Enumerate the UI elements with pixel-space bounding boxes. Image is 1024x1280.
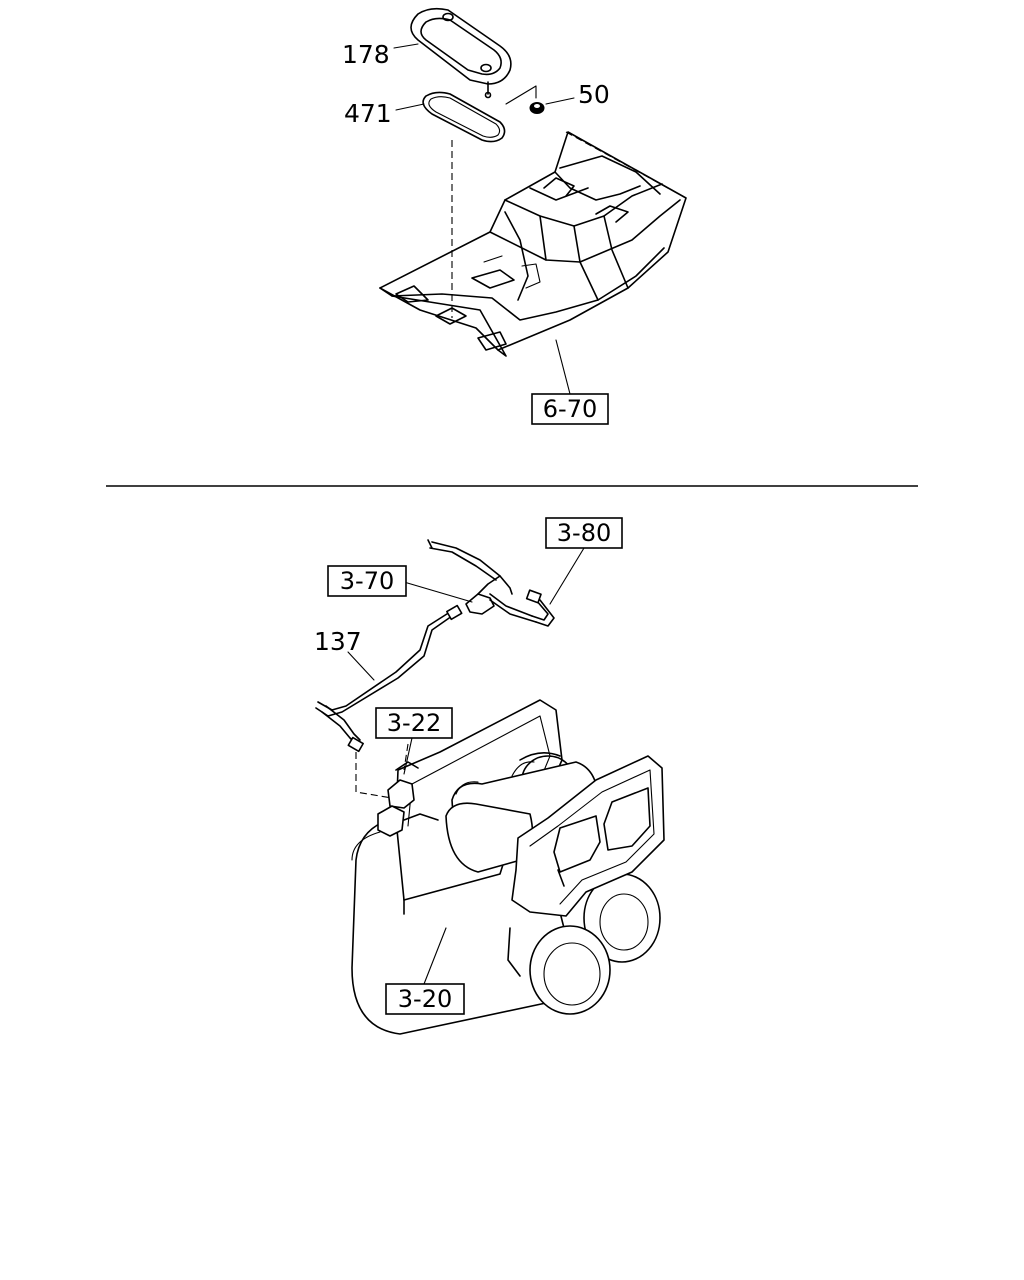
leader-3-80 [549,547,585,605]
valve-assembly [377,743,439,837]
ref-box-3-20: 3-20 [385,983,465,1015]
gasket-471 [422,91,506,143]
rear-bracket-plate [511,755,665,917]
leader-471 [395,103,425,111]
tank-cylinders [445,761,599,873]
nut-50 [529,102,545,114]
leader-3-70 [403,581,473,603]
leader-3-22 [403,737,413,775]
bottom-assembly: 137 3-80 3-70 3-22 3-20 [314,517,665,1035]
leader-178 [393,43,419,49]
ref-label-3-70: 3-70 [340,567,394,595]
nut-link-line [505,85,537,105]
ref-box-6-70: 6-70 [531,393,609,425]
ref-label-3-22: 3-22 [387,709,441,737]
ref-label-6-70: 6-70 [543,395,597,423]
tee-connector [427,539,555,627]
ref-box-3-22: 3-22 [375,707,453,739]
callout-137: 137 [314,627,362,656]
leader-50 [545,97,575,105]
ref-label-3-80: 3-80 [557,519,611,547]
leader-3-20 [423,927,447,985]
callout-50: 50 [578,80,610,109]
cover-plate-178 [410,7,512,99]
leader-137 [347,651,375,681]
ref-box-3-70: 3-70 [327,565,407,597]
leader-6-70 [555,339,571,395]
brake-tube-137 [315,604,463,799]
floor-panel [379,131,687,357]
ref-label-3-20: 3-20 [398,985,452,1013]
callout-178: 178 [342,40,390,69]
callout-471: 471 [344,99,392,128]
top-assembly: 178 471 50 6-70 [342,7,687,425]
ref-box-3-80: 3-80 [545,517,623,549]
